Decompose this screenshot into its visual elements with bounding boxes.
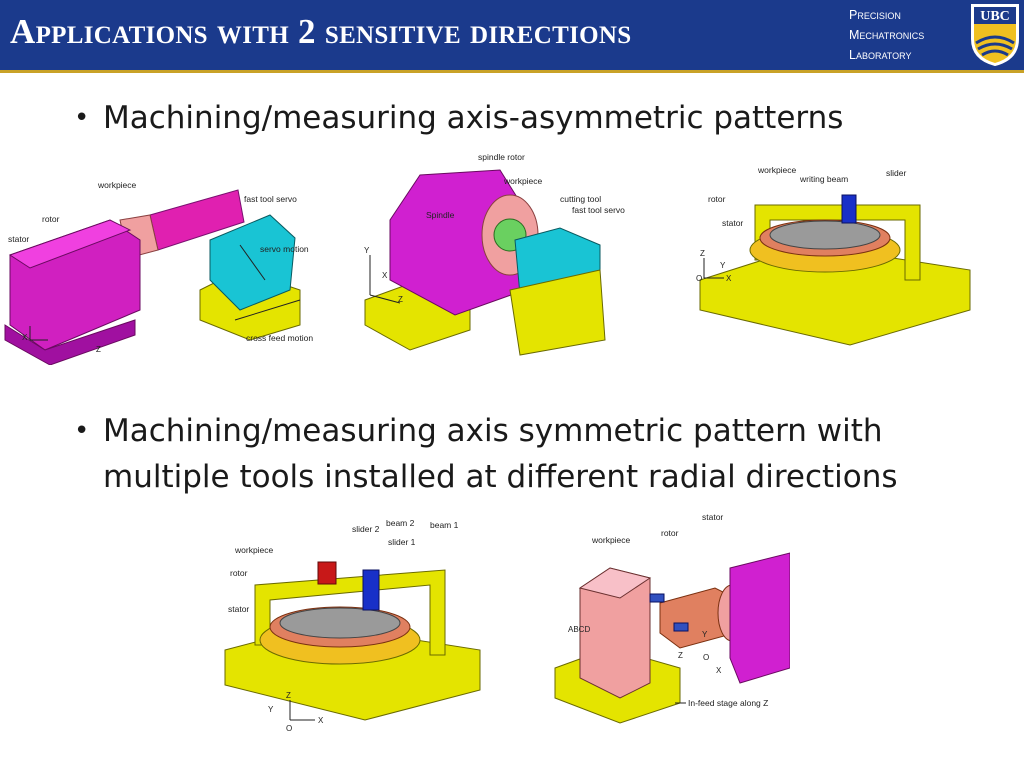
label-rotor: rotor: [708, 194, 726, 204]
label-writing-beam: writing beam: [799, 174, 848, 184]
label-beam-2: beam 2: [386, 518, 415, 528]
lab-name-line1: Precision: [849, 8, 901, 22]
label-stator: stator: [8, 234, 29, 244]
label-workpiece: workpiece: [757, 165, 797, 175]
label-workpiece: workpiece: [591, 535, 631, 545]
title-bar: [0, 0, 1024, 70]
bullet-text: Machining/measuring axis-asymmetric patt…: [103, 100, 844, 136]
axis-z: Z: [678, 651, 683, 660]
label-abcd: ABCD: [568, 625, 590, 634]
label-servo-motion: servo motion: [260, 244, 309, 254]
lab-name-line2: Mechatronics: [849, 28, 925, 42]
axis-y: Y: [268, 705, 274, 714]
axis-z: Z: [398, 295, 403, 304]
label-spindle-rotor: spindle rotor: [478, 152, 525, 162]
axis-o: O: [286, 724, 292, 733]
axis-o: O: [696, 274, 702, 283]
label-workpiece: workpiece: [97, 180, 137, 190]
label-slider-2: slider 2: [352, 524, 380, 534]
axis-z: Z: [96, 345, 101, 354]
label-infeed: In-feed stage along Z: [688, 698, 768, 708]
axis-z: Z: [700, 249, 705, 258]
label-fast-tool-servo: fast tool servo: [572, 205, 625, 215]
ubc-logo: UBC: [971, 4, 1019, 67]
label-rotor: rotor: [42, 214, 60, 224]
label-slider-1: slider 1: [388, 537, 416, 547]
label-spindle: Spindle: [426, 210, 455, 220]
label-cross-feed: cross feed motion: [246, 333, 313, 343]
label-rotor: rotor: [230, 568, 248, 578]
figure-spindle: spindle rotor workpiece cutting tool fas…: [364, 152, 625, 356]
label-fast-tool-servo: fast tool servo: [244, 194, 297, 204]
axis-o: O: [703, 653, 709, 662]
figure-fast-tool-servo: workpiece fast tool servo rotor stator s…: [4, 180, 313, 365]
label-stator: stator: [702, 512, 723, 522]
figure-radial-tools: workpiece rotor stator ABCD Y Z O X In-f…: [554, 512, 790, 724]
lab-name: Precision Mechatronics Laboratory: [849, 5, 924, 65]
label-cutting-tool: cutting tool: [560, 194, 601, 204]
figure-dual-slider: slider 2 beam 2 beam 1 slider 1 workpiec…: [224, 518, 481, 733]
axis-y: Y: [364, 246, 370, 255]
axis-y: Y: [720, 261, 726, 270]
logo-text: UBC: [980, 9, 1010, 24]
label-beam-1: beam 1: [430, 520, 459, 530]
title-underline: [0, 70, 1024, 73]
bullet-item-1: • Machining/measuring axis-asymmetric pa…: [74, 95, 978, 141]
bullet-text: Machining/measuring axis symmetric patte…: [103, 413, 898, 495]
label-workpiece: workpiece: [234, 545, 274, 555]
label-slider: slider: [886, 168, 906, 178]
bullet-dot: •: [74, 103, 90, 133]
lab-name-line3: Laboratory: [849, 48, 912, 62]
axis-y: Y: [702, 630, 708, 639]
bullet-item-2: • Machining/measuring axis symmetric pat…: [74, 408, 958, 500]
label-workpiece: workpiece: [503, 176, 543, 186]
label-rotor: rotor: [661, 528, 679, 538]
figure-single-slider: workpiece writing beam slider rotor stat…: [696, 165, 971, 346]
bullet-dot: •: [74, 416, 90, 446]
axis-x: X: [22, 333, 28, 342]
label-stator: stator: [228, 604, 249, 614]
axis-x: X: [318, 716, 324, 725]
axis-z: Z: [286, 691, 291, 700]
axis-x: X: [726, 274, 732, 283]
label-stator: stator: [722, 218, 743, 228]
axis-x: X: [716, 666, 722, 675]
axis-x: X: [382, 271, 388, 280]
slide-title: Applications with 2 sensitive directions: [10, 12, 632, 51]
